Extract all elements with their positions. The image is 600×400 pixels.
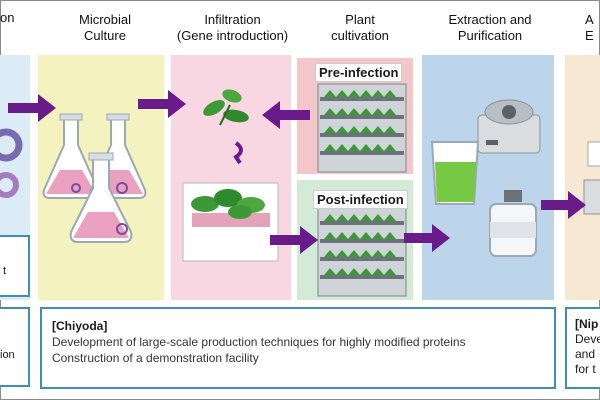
arrow-to-culture (8, 94, 56, 122)
left-info-box-top: t (0, 235, 30, 297)
process-arrows (8, 90, 586, 254)
chiyoda-line-2: Construction of a demonstration facility (52, 351, 259, 365)
nippon-heading: [Nip (575, 317, 599, 331)
step-title-microbial-culture: Microbial Culture (78, 12, 131, 43)
instrument-icon (583, 141, 600, 215)
plant-rack-icon-post (317, 207, 407, 297)
step-title-plant-cultivation: Plant cultivation (331, 12, 389, 43)
post-infection-label: Post-infection (313, 190, 408, 209)
left-info-box-bottom: ion (0, 307, 30, 387)
left-info-text-top: t (3, 265, 7, 277)
arrow-to-infiltration (138, 90, 186, 118)
arrow-from-pre-infection (262, 101, 310, 129)
chiyoda-heading: [Chiyoda] (52, 319, 108, 333)
pre-infection-label: Pre-infection (315, 63, 403, 82)
step-title-analysis: A E (585, 12, 594, 43)
plant-rack-icon-pre (317, 83, 407, 173)
arrow-to-extraction (404, 224, 450, 252)
nippon-line-1: Deve (575, 332, 600, 346)
arrow-to-post-infection (270, 226, 318, 254)
down-arrow-icon (233, 141, 243, 165)
nippon-line-2: and (575, 347, 596, 361)
arrow-to-analysis (541, 191, 586, 219)
chiyoda-info-box: [Chiyoda] Development of large-scale pro… (40, 307, 556, 389)
column-analysis (565, 55, 600, 300)
bottle-icon (489, 190, 537, 257)
centrifuge-icon (477, 99, 541, 154)
step-title-extraction-purification: Extraction and Purification (448, 12, 532, 43)
nippon-info-box: [Nip Deve and for t (565, 307, 600, 389)
step-title-transformation: on (0, 10, 15, 25)
step-title-infiltration: Infiltration (Gene introduction) (176, 12, 289, 43)
beaker-icon (430, 141, 480, 205)
flask-icon-front (69, 152, 133, 243)
chiyoda-line-1: Development of large-scale production te… (52, 335, 466, 349)
plasmid-icon (0, 128, 23, 198)
leaf-icon (203, 89, 249, 126)
leaf-tray-icon (182, 182, 279, 262)
left-info-text-bottom: ion (0, 349, 15, 361)
nippon-line-3: for t (575, 362, 596, 376)
